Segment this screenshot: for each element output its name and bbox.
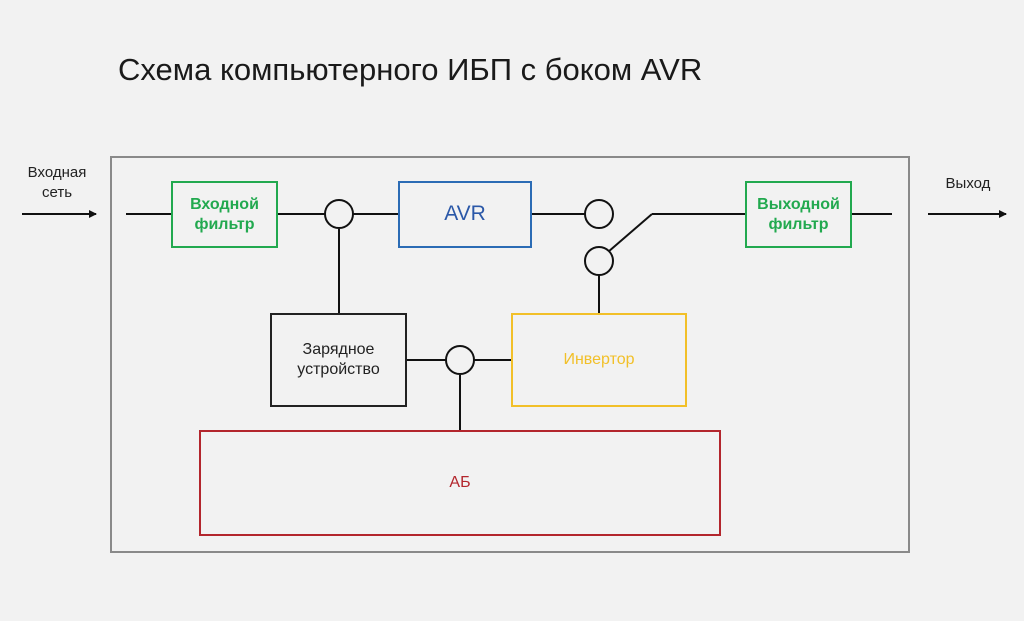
avr-label: AVR (444, 202, 486, 226)
input-network-label-line1: Входная (27, 164, 87, 181)
charger-line1: Зарядное (302, 341, 375, 358)
input-filter-line1: Входной (190, 195, 259, 213)
input-network-label: Входная сеть (18, 163, 96, 202)
output-filter-block: Выходной фильтр (745, 181, 852, 248)
input-filter-block: Входной фильтр (171, 181, 278, 248)
input-network-label-line2: сеть (41, 183, 73, 201)
battery-block: АБ (199, 430, 721, 536)
ups-enclosure (110, 156, 910, 553)
diagram-title: Схема компьютерного ИБП с боком AVR (118, 52, 703, 87)
switch-contact-avr (584, 199, 614, 229)
battery-label: АБ (449, 474, 471, 491)
input-filter-line2: фильтр (194, 215, 255, 233)
avr-block: AVR (398, 181, 532, 248)
inverter-label: Инвертор (563, 351, 635, 368)
junction-node-battery (445, 345, 475, 375)
charger-block: Зарядное устройство (270, 313, 407, 407)
switch-contact-inverter (584, 246, 614, 276)
junction-node-input (324, 199, 354, 229)
output-filter-line1: Выходной (757, 195, 840, 213)
output-label: Выход (945, 175, 991, 192)
charger-line2: устройство (297, 361, 380, 378)
switch-blade (607, 213, 653, 253)
output-filter-line2: фильтр (768, 215, 829, 233)
inverter-block: Инвертор (511, 313, 687, 407)
